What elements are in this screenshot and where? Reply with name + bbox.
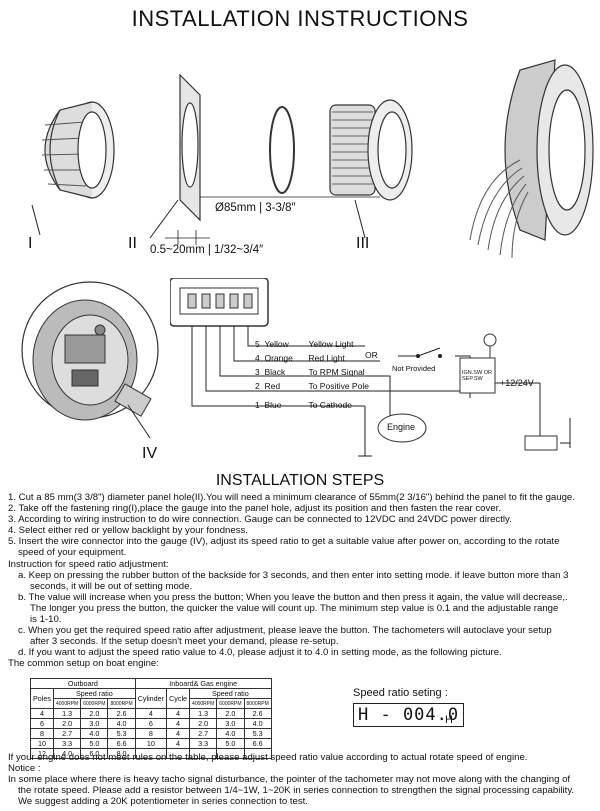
steps-list: 1. Cut a 85 mm(3 3/8") diameter panel ho… (8, 492, 594, 670)
notice-label: Notice : (8, 763, 41, 775)
step-1: 1. Cut a 85 mm(3 3/8") diameter panel ho… (8, 492, 575, 503)
panel (179, 73, 201, 222)
steps-title: INSTALLATION STEPS (215, 472, 385, 489)
page-title: INSTALLATION INSTRUCTIONS (131, 6, 469, 31)
adjust-c: c. When you get the required speed ratio… (18, 625, 552, 637)
lcd-display: H - 004.0 (353, 703, 465, 727)
adjust-b-cont2: is 1-10. (30, 614, 62, 626)
battery-icon (524, 435, 558, 451)
voltage-label: +12/24V (500, 378, 534, 388)
part-label-2: II (128, 235, 137, 252)
poles-header: Poles (30, 688, 54, 709)
rpm-header: 6000RPM (216, 698, 245, 709)
cycle-header: Cycle (166, 688, 191, 709)
footer-line: If your engine does not meet rules on th… (8, 752, 528, 763)
or-label: OR (365, 350, 378, 360)
adjust-c-cont: after 3 seconds. If the setup doesn't me… (30, 636, 339, 648)
assembled-gauge (469, 59, 594, 259)
footer-line: the rotate speed. Please add a resistor … (18, 785, 575, 797)
engine-icon (377, 413, 427, 443)
parts-illustration (31, 59, 594, 259)
o-ring (269, 106, 295, 194)
adjust-a: a. Keep on pressing the rubber button of… (18, 569, 569, 581)
outboard-header: Outboard (30, 678, 136, 689)
footer-line: In some place where there is heavy tacho… (8, 774, 571, 786)
cylinder-header: Cylinder (134, 688, 168, 709)
adjust-intro: Instruction for speed ratio adjustment: (8, 558, 169, 570)
rpm-header: 6000RPM (80, 698, 109, 709)
lcd-suffix: H (445, 714, 453, 726)
key-icon (483, 333, 497, 347)
footer-line: We suggest adding a 20K potentiometer in… (18, 796, 308, 808)
speed-ratio-setting-label: Speed ratio seting : (353, 687, 448, 699)
outboard-speed-ratio-header: Speed ratio (52, 688, 136, 699)
part-label-1: I (28, 235, 33, 252)
wiring-diagram (170, 278, 571, 457)
rpm-header: 8000RPM (243, 698, 272, 709)
step-3: 3. According to wiring instruction to do… (8, 514, 512, 526)
adjust-b: b. The value will increase when you pres… (18, 591, 568, 603)
part-label-4: IV (142, 445, 158, 462)
footer-notes: If your engine does not meet rules on th… (8, 752, 594, 807)
engine-label: Engine (387, 422, 416, 432)
leader-line (31, 204, 41, 236)
rpm-header: 8000RPM (107, 698, 136, 709)
ignition-switch (459, 357, 496, 394)
thickness-dimension: 0.5~20mm | 1/32~3/4″ (150, 244, 264, 256)
adjust-d: d. If you want to adjust the speed ratio… (18, 647, 502, 659)
step-2: 2. Take off the fastening ring(I),place … (8, 503, 501, 515)
step-5: 5. Insert the wire connector into the ga… (8, 536, 560, 548)
fastening-ring (41, 101, 115, 199)
diameter-dimension: Ø85mm | 3-3/8″ (215, 202, 296, 214)
not-provided-label: Not Provided (392, 364, 436, 373)
adjust-b-cont: The longer you press the button, the qui… (30, 602, 559, 614)
inboard-header: Inboard& Gas engine (134, 678, 272, 689)
inboard-speed-ratio-header: Speed ratio (189, 688, 272, 699)
adjust-a-cont: seconds, it will be out of setting mode. (30, 580, 193, 592)
gauge-rear-view (21, 281, 159, 439)
ignition-label: IGN.SW OR SEP.SW (462, 370, 492, 382)
threaded-body (329, 99, 413, 201)
step-5-cont: speed of your equipment. (18, 547, 127, 559)
common-setup: The common setup on boat engine: (8, 658, 159, 670)
part-label-3: III (356, 235, 370, 252)
speed-ratio-table: Outboard Inboard& Gas engine Poles Speed… (30, 678, 272, 759)
rpm-header: 4000RPM (52, 698, 82, 709)
rpm-header: 4000RPM (189, 698, 218, 709)
step-4: 4. Select either red or yellow backlight… (8, 525, 248, 537)
